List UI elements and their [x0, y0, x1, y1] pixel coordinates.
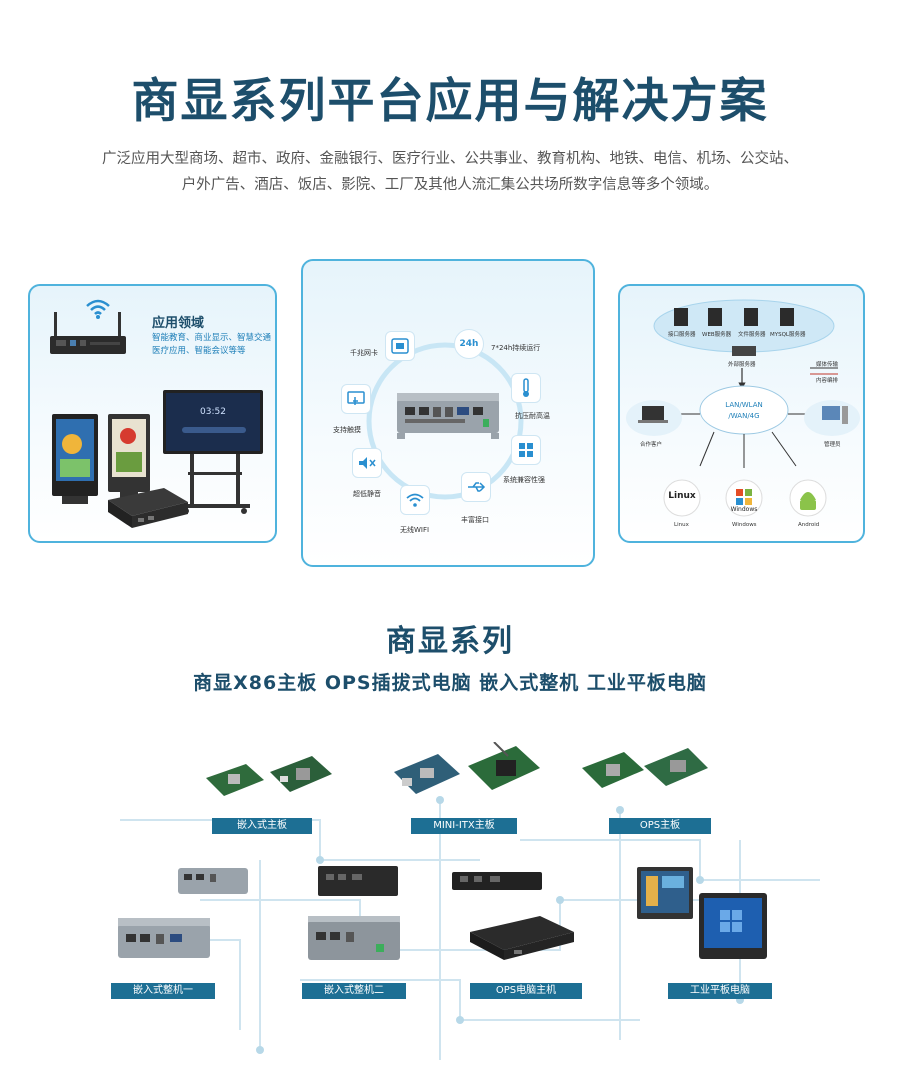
intro-text: 广泛应用大型商场、超市、政府、金融银行、医疗行业、公共事业、教育机构、地铁、电信… — [60, 146, 840, 198]
panel-pc-image-2 — [699, 893, 767, 959]
category-embedded-pc-2[interactable]: 嵌入式整机二 — [302, 983, 406, 999]
client-label: 合作客户 — [640, 442, 663, 448]
application-desc-line-2: 医疗应用、智能会议等等 — [152, 346, 246, 356]
admin-label: 管理员 — [824, 442, 841, 448]
intro-line-2: 户外广告、酒店、饭店、影院、工厂及其他人流汇集公共场所数字信息等多个领域。 — [181, 177, 719, 193]
category-panel-pc[interactable]: 工业平板电脑 — [668, 983, 772, 999]
linux-label: Linux — [674, 522, 689, 528]
wireless-icon — [400, 485, 430, 515]
category-mini-itx[interactable]: MINI-ITX主板 — [411, 818, 517, 834]
board-stand — [180, 454, 250, 514]
feature-runtime: 7*24h持续运行 — [491, 344, 541, 352]
feature-silent: 超低静音 — [353, 490, 381, 498]
network-card: 接口服务器 WEB服务器 文件服务器 MYSQL服务器 外部服务器 媒体传输 内… — [618, 284, 865, 543]
windows-logo: Windows — [730, 506, 758, 513]
server-cluster-image — [626, 299, 860, 517]
embedded-pc-image-2b — [308, 916, 400, 960]
touch-icon — [341, 384, 371, 414]
external-server-label: 外部服务器 — [728, 362, 756, 368]
windows-label: Windows — [732, 522, 757, 528]
ops-board-image-2 — [644, 748, 708, 786]
application-card: 应用领域 智能教育、商业显示、智慧交通 医疗应用、智能会议等等 03:52 — [28, 284, 277, 543]
runtime-badge: 24h — [459, 339, 479, 349]
application-desc: 智能教育、商业显示、智慧交通 医疗应用、智能会议等等 — [152, 332, 274, 358]
wifi-icon — [86, 299, 110, 319]
clock-24h-icon: 24h — [454, 329, 484, 359]
cloud-line-1: LAN/WLAN — [725, 401, 763, 409]
kiosk-displays-image — [52, 414, 150, 504]
server-label-4: MYSQL服务器 — [770, 332, 806, 338]
usb-icon — [461, 472, 491, 502]
embedded-pc-image-2a — [318, 866, 398, 896]
linux-logo: Linux — [668, 491, 696, 501]
series-title: 商显系列 — [386, 624, 514, 659]
intro-line-1: 广泛应用大型商场、超市、政府、金融银行、医疗行业、公共事业、教育机构、地铁、电信… — [102, 151, 798, 167]
feature-temperature: 抗压耐高温 — [515, 412, 550, 420]
feature-gigabit: 千兆网卡 — [350, 349, 378, 357]
media-label: 媒体传输 — [816, 362, 839, 368]
cloud-line-2: /WAN/4G — [728, 412, 760, 420]
ops-board-image-1 — [582, 752, 644, 788]
embedded-pc-image-1a — [178, 868, 248, 894]
windows-icon — [511, 435, 541, 465]
panel-pc-image-1 — [637, 867, 693, 919]
server-label-3: 文件服务器 — [738, 332, 766, 338]
fanless-pc-image — [397, 393, 499, 439]
android-label: Android — [798, 522, 820, 528]
embedded-box-image — [108, 488, 188, 528]
server-label-2: WEB服务器 — [702, 332, 732, 338]
mini-pc-image — [50, 312, 126, 354]
ops-pc-image-1 — [452, 872, 542, 890]
series-subtitle: 商显X86主板 OPS插拔式电脑 嵌入式整机 工业平板电脑 — [193, 672, 707, 694]
ops-pc-image-2 — [470, 916, 574, 960]
features-card: 千兆网卡 24h 7*24h持续运行 抗压耐高温 系统兼容性强 丰富接口 无线W… — [301, 259, 595, 567]
mini-itx-board-image-2 — [468, 742, 540, 790]
embedded-pc-image-1b — [118, 918, 210, 958]
network-cloud-text: LAN/WLAN /WAN/4G — [716, 400, 772, 422]
application-title: 应用领域 — [152, 316, 205, 331]
feature-compat: 系统兼容性强 — [503, 476, 545, 484]
feature-touch: 支持触摸 — [333, 426, 361, 434]
screen-clock: 03:52 — [200, 407, 226, 417]
application-desc-line-1: 智能教育、商业显示、智慧交通 — [152, 333, 272, 343]
feature-ports: 丰富接口 — [461, 516, 489, 524]
mute-icon — [352, 448, 382, 478]
feature-wifi: 无线WIFI — [400, 526, 430, 534]
content-label: 内容编排 — [816, 378, 839, 384]
embedded-board-image-1 — [206, 764, 264, 796]
thermometer-icon — [511, 373, 541, 403]
smart-board-image: 03:52 — [163, 390, 263, 454]
features-ring — [366, 342, 524, 500]
embedded-board-image-2 — [270, 756, 332, 792]
category-ops-pc[interactable]: OPS电脑主机 — [470, 983, 582, 999]
category-embedded-board[interactable]: 嵌入式主板 — [212, 818, 312, 834]
category-embedded-pc-1[interactable]: 嵌入式整机一 — [111, 983, 215, 999]
category-ops-board[interactable]: OPS主板 — [609, 818, 711, 834]
server-label-1: 接口服务器 — [668, 332, 696, 338]
page-title: 商显系列平台应用与解决方案 — [131, 74, 769, 129]
network-card-icon — [385, 331, 415, 361]
mini-itx-board-image-1 — [394, 754, 460, 794]
